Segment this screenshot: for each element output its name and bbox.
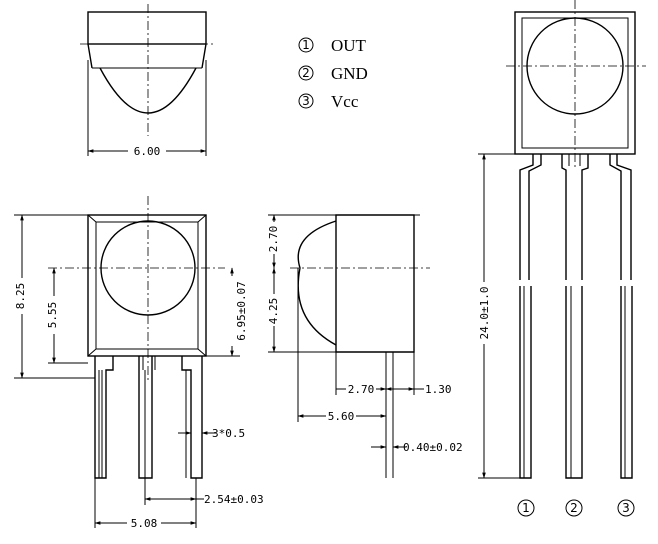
pin-2-marker: 2 — [570, 501, 578, 515]
front-view: 8.25 5.55 6.95±0.07 3*0.5 2.54±0.03 5.08 — [13, 196, 264, 530]
dim-pin-pitch: 2.54±0.03 — [204, 493, 264, 506]
legend-pin-3-label: Vcc — [331, 92, 359, 111]
dim-side-depth-a: 2.70 — [348, 383, 375, 396]
legend-pin-2-label: GND — [331, 64, 368, 83]
rear-view: 24.0±1.0 1 2 3 — [476, 0, 646, 517]
dim-side-bottom: 4.25 — [267, 298, 280, 325]
dim-side-depth-b: 1.30 — [425, 383, 452, 396]
dim-lead-width: 3*0.5 — [212, 427, 245, 440]
dim-top-width: 6.00 — [134, 145, 161, 158]
dim-lead-length: 24.0±1.0 — [478, 287, 491, 340]
pin-1-marker: 1 — [522, 501, 530, 515]
dim-side-depth-total: 5.60 — [328, 410, 355, 423]
side-view: 2.70 4.25 2.70 1.30 5.60 0.40±0.02 — [266, 214, 463, 478]
pin-3-marker: 3 — [622, 501, 630, 515]
top-view: 6.00 — [80, 4, 214, 158]
dim-lens-total: 6.95±0.07 — [235, 281, 248, 341]
legend-pin-1-label: OUT — [331, 36, 367, 55]
dim-lens-center: 5.55 — [46, 302, 59, 329]
dim-pin-span: 5.08 — [131, 517, 158, 530]
legend-pin-1-number: 1 — [302, 38, 310, 52]
dim-lead-thickness: 0.40±0.02 — [403, 441, 463, 454]
pin-legend: 1 OUT 2 GND 3 Vcc — [298, 36, 368, 111]
dim-body-height: 8.25 — [14, 283, 27, 310]
legend-pin-2-number: 2 — [302, 66, 310, 80]
legend-pin-3-number: 3 — [302, 94, 310, 108]
dim-side-top: 2.70 — [267, 226, 280, 253]
